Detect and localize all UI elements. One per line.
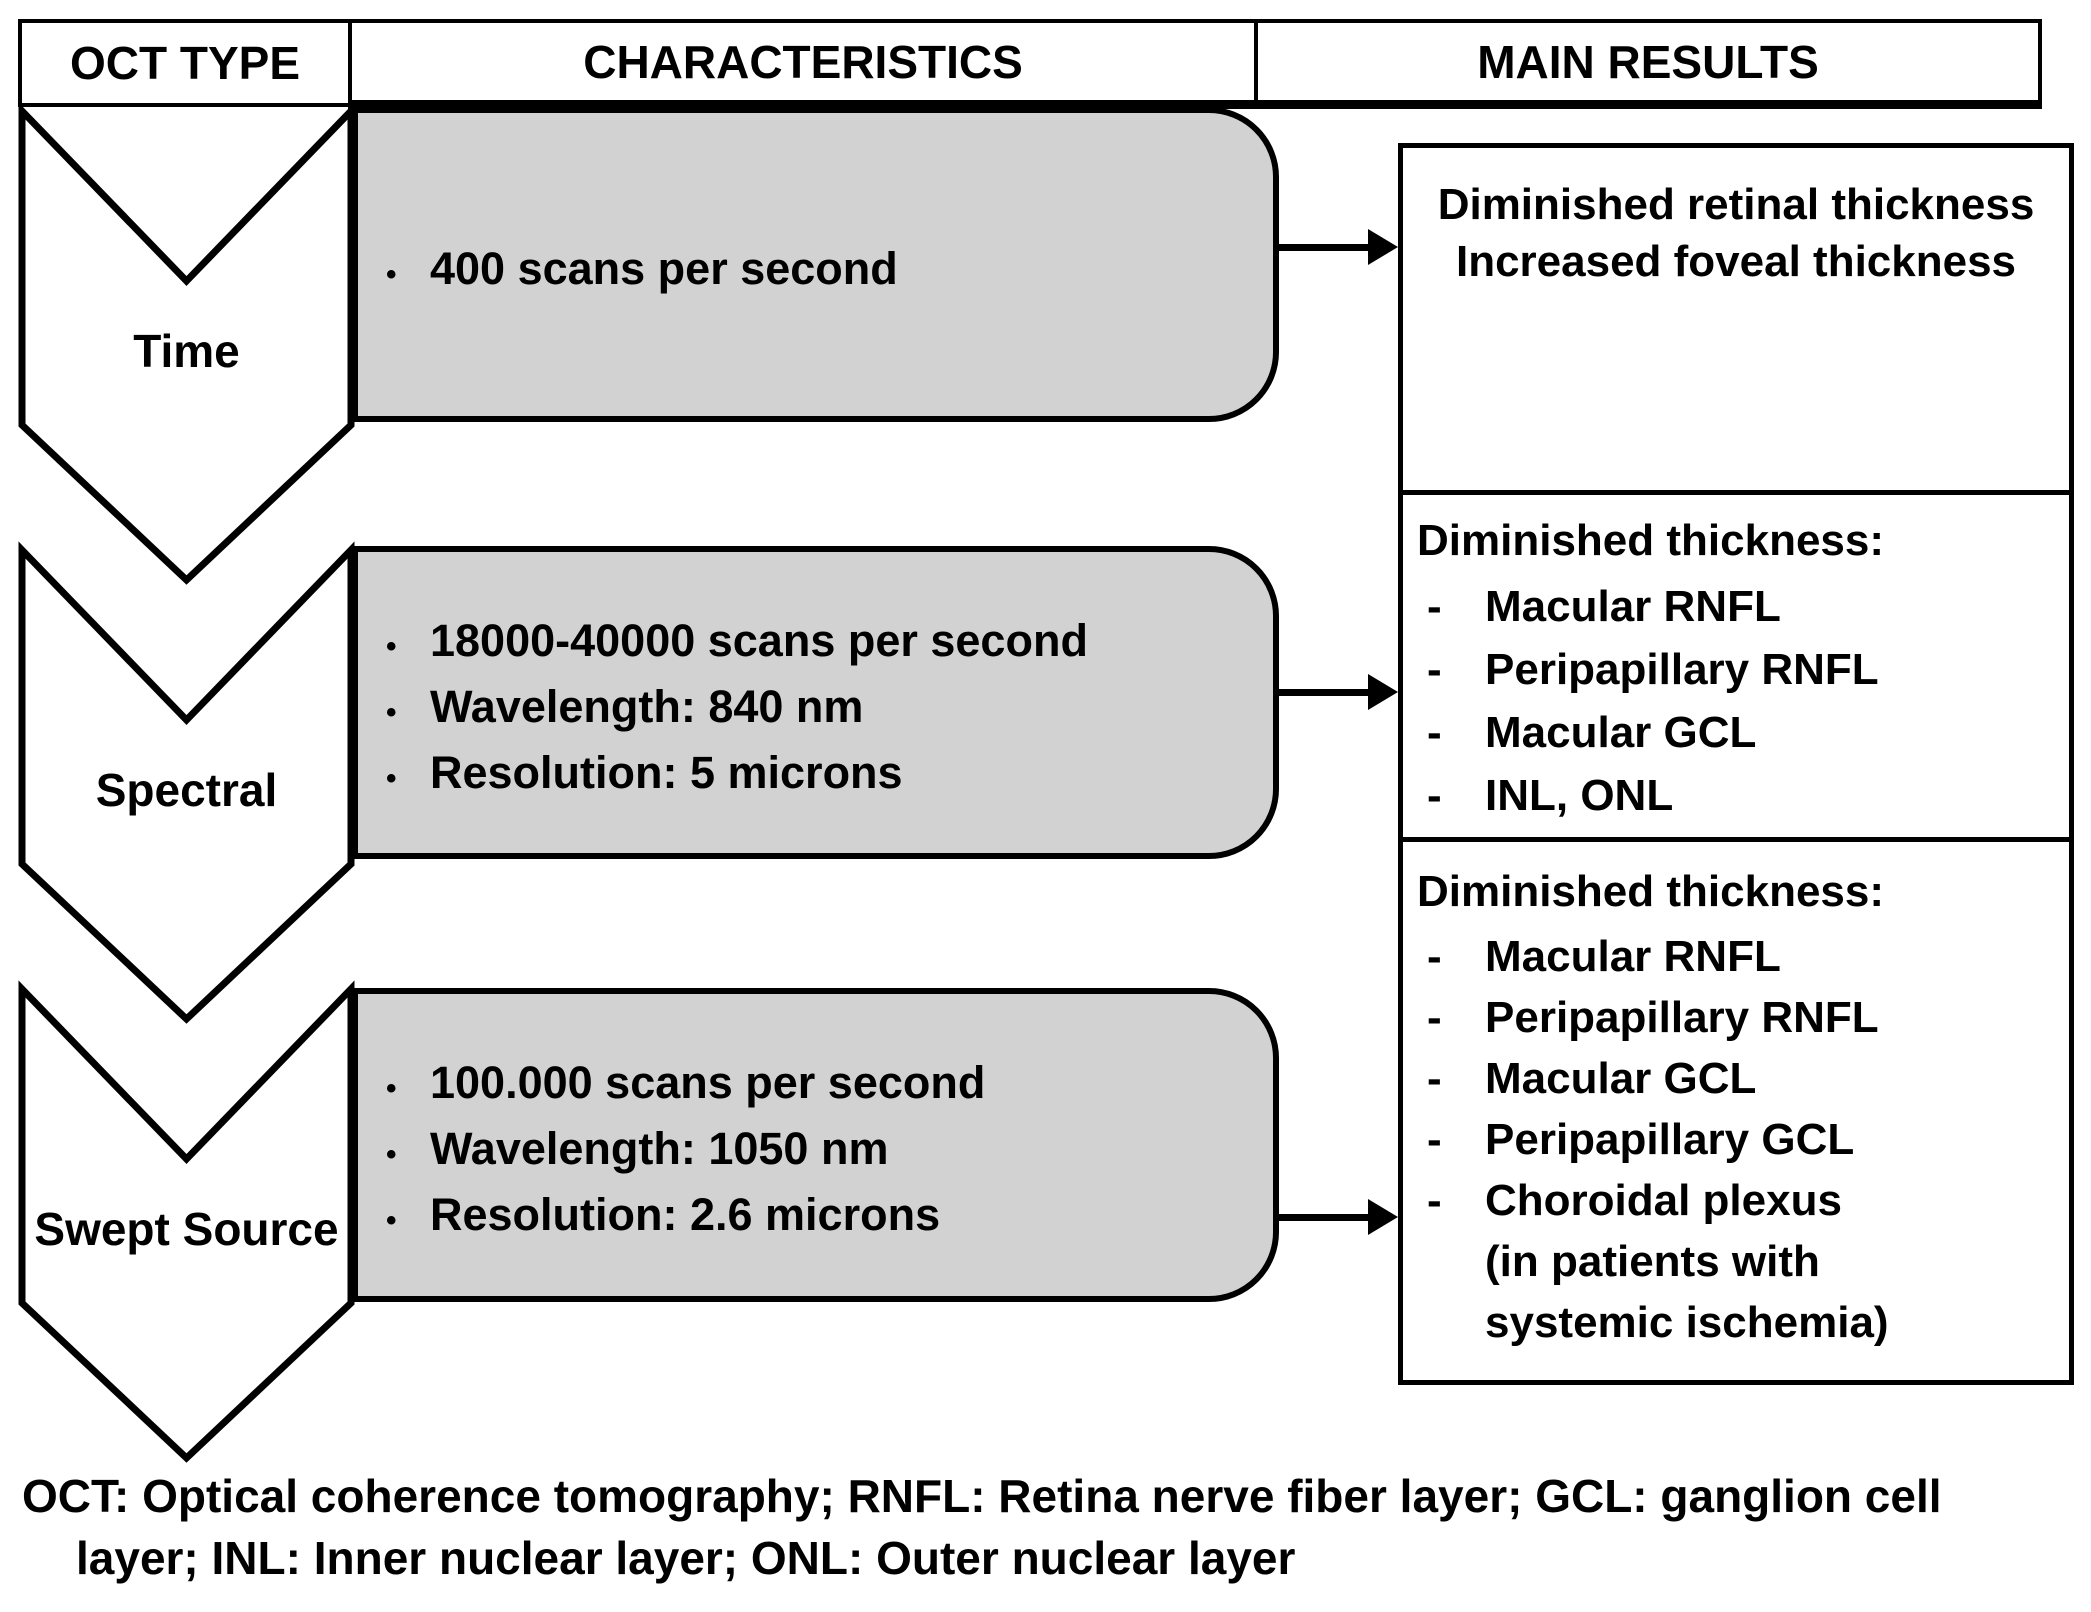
characteristic-text: Wavelength: 1050 nm: [430, 1123, 889, 1174]
results-title: Diminished thickness:: [1417, 516, 1885, 565]
header-characteristics-label: CHARACTERISTICS: [583, 35, 1023, 88]
bullet-icon: •: [386, 1072, 397, 1105]
result-item-text: INL, ONL: [1485, 771, 1674, 820]
characteristic-item: • Wavelength: 840 nm: [386, 677, 1253, 743]
main-results-column: Diminished retinal thickness Increased f…: [1398, 143, 2074, 1385]
chevron-down-arrow-icon: [18, 541, 355, 1024]
characteristics-box-spectral: • 18000-40000 scans per second • Wavelen…: [352, 546, 1279, 859]
result-item: - Peripapillary RNFL: [1417, 987, 2061, 1048]
result-item-text: Macular GCL: [1485, 708, 1757, 757]
result-item-text: Choroidal plexus: [1485, 1176, 1842, 1225]
bullet-icon: •: [386, 257, 397, 291]
dash-icon: -: [1427, 645, 1442, 694]
characteristic-item: • Resolution: 2.6 microns: [386, 1185, 1253, 1251]
dash-icon: -: [1427, 582, 1442, 631]
characteristic-item: • 100.000 scans per second: [386, 1053, 1253, 1119]
chevron-down-arrow-icon: [18, 980, 355, 1463]
result-item: - Macular RNFL: [1417, 575, 2061, 638]
oct-type-label-spectral: Spectral: [95, 764, 278, 816]
results-box-spectral: Diminished thickness: - Macular RNFL - P…: [1398, 490, 2074, 842]
result-note: (in patients with: [1485, 1237, 1820, 1286]
result-line: Increased foveal thickness: [1455, 237, 2017, 286]
characteristics-box-time: • 400 scans per second: [352, 107, 1279, 422]
result-item-text: Macular GCL: [1485, 1054, 1757, 1103]
bullet-icon: •: [386, 695, 397, 729]
result-item: - Choroidal plexus: [1417, 1170, 2061, 1231]
characteristic-item: • Resolution: 5 microns: [386, 743, 1253, 809]
characteristics-box-swept-source: • 100.000 scans per second • Wavelength:…: [352, 988, 1279, 1302]
bullet-icon: •: [386, 1138, 397, 1171]
header-cell-characteristics: CHARACTERISTICS: [348, 19, 1258, 109]
result-item: - Macular GCL: [1417, 701, 2061, 764]
flow-arrow-time-results: [1276, 229, 1398, 265]
dash-icon: -: [1427, 1054, 1442, 1103]
chevron-spectral: Spectral: [18, 541, 355, 1024]
header-cell-oct-type: OCT TYPE: [18, 19, 352, 107]
characteristic-item: • Wavelength: 1050 nm: [386, 1119, 1253, 1185]
result-note: systemic ischemia): [1485, 1298, 1889, 1347]
abbreviations-line-1: OCT: Optical coherence tomography; RNFL:…: [22, 1470, 1942, 1522]
bullet-icon: •: [386, 761, 397, 795]
oct-type-label-swept-source: Swept Source: [34, 1203, 339, 1255]
header-cell-main-results: MAIN RESULTS: [1254, 19, 2042, 109]
header-main-results-label: MAIN RESULTS: [1477, 35, 1819, 88]
result-item-text: Macular RNFL: [1485, 932, 1781, 981]
characteristic-text: 100.000 scans per second: [430, 1057, 986, 1108]
characteristic-text: Resolution: 5 microns: [430, 746, 903, 798]
flow-arrow-swept-results: [1276, 1199, 1398, 1235]
results-title: Diminished thickness:: [1417, 867, 1885, 916]
dash-icon: -: [1427, 771, 1442, 820]
result-item: - INL, ONL: [1417, 764, 2061, 827]
characteristic-item: • 400 scans per second: [386, 239, 1253, 305]
abbreviations-line-2: layer; INL: Inner nuclear layer; ONL: Ou…: [76, 1532, 1296, 1584]
arrow-shaft: [1276, 689, 1374, 696]
result-item: - Macular GCL: [1417, 1048, 2061, 1109]
characteristic-text: Wavelength: 840 nm: [430, 680, 864, 732]
result-item-text: Peripapillary RNFL: [1485, 645, 1879, 694]
header-oct-type-label: OCT TYPE: [69, 37, 301, 89]
chevron-time: Time: [18, 102, 355, 585]
result-item: - Peripapillary RNFL: [1417, 638, 2061, 701]
result-item: - Peripapillary GCL: [1417, 1109, 2061, 1170]
arrow-right-icon: [1368, 229, 1398, 265]
result-line: Diminished retinal thickness: [1437, 180, 2035, 229]
characteristic-text: 18000-40000 scans per second: [430, 614, 1088, 666]
result-item-text: Peripapillary GCL: [1485, 1115, 1855, 1164]
chevron-swept-source: Swept Source: [18, 980, 355, 1463]
characteristic-item: • 18000-40000 scans per second: [386, 611, 1253, 677]
flow-arrow-spectral-results: [1276, 674, 1398, 710]
result-item-text: Macular RNFL: [1485, 582, 1781, 631]
result-item-text: Peripapillary RNFL: [1485, 993, 1879, 1042]
dash-icon: -: [1427, 708, 1442, 757]
bullet-icon: •: [386, 629, 397, 663]
results-box-time: Diminished retinal thickness Increased f…: [1398, 143, 2074, 495]
chevron-down-arrow-icon: [18, 102, 355, 585]
bullet-icon: •: [386, 1204, 397, 1237]
arrow-right-icon: [1368, 1199, 1398, 1235]
dash-icon: -: [1427, 1115, 1442, 1164]
characteristic-text: 400 scans per second: [430, 242, 898, 294]
dash-icon: -: [1427, 1176, 1442, 1225]
results-box-swept-source: Diminished thickness: - Macular RNFL - P…: [1398, 837, 2074, 1385]
dash-icon: -: [1427, 993, 1442, 1042]
result-item: - Macular RNFL: [1417, 926, 2061, 987]
arrow-shaft: [1276, 244, 1374, 251]
dash-icon: -: [1427, 932, 1442, 981]
arrow-right-icon: [1368, 674, 1398, 710]
arrow-shaft: [1276, 1214, 1374, 1221]
oct-type-label-time: Time: [133, 325, 240, 377]
characteristic-text: Resolution: 2.6 microns: [430, 1189, 941, 1240]
